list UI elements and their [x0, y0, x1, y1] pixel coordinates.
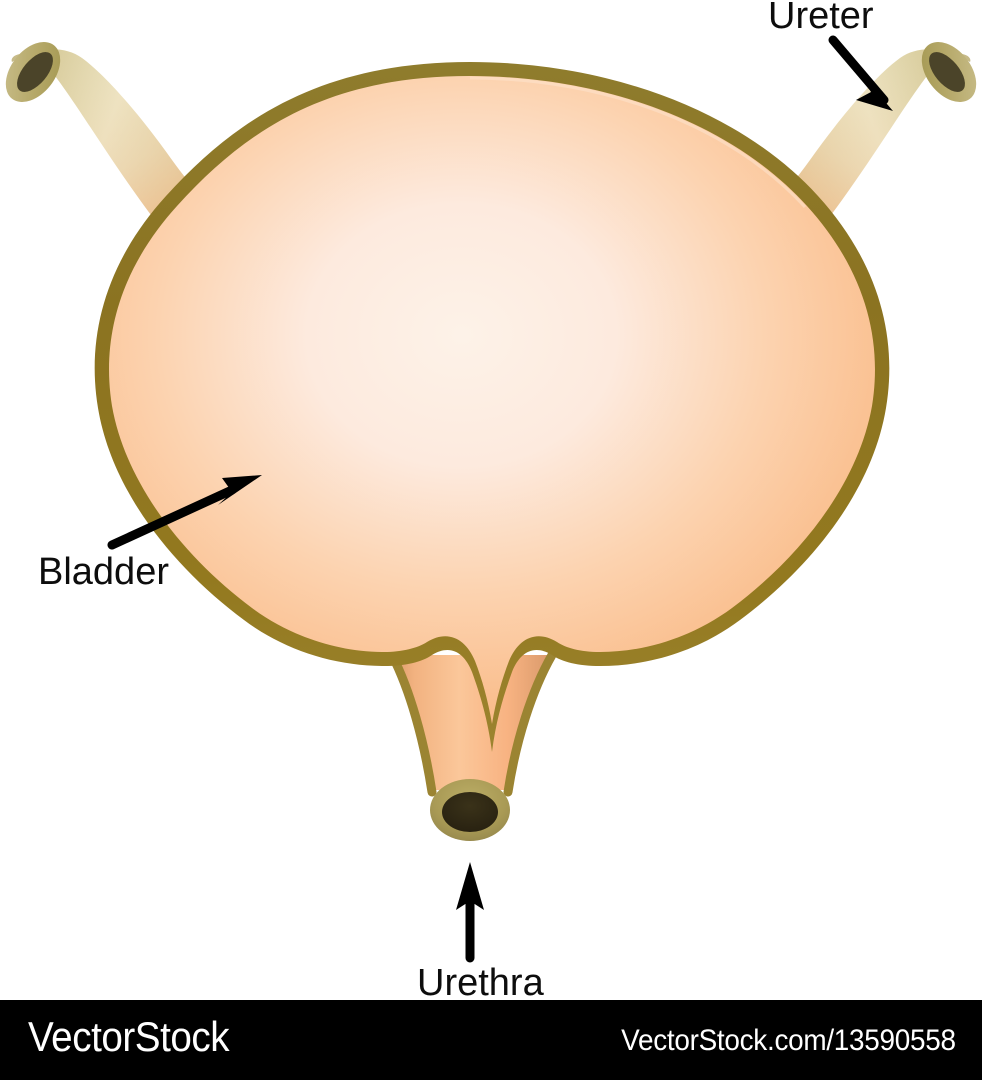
urethra-right-wall: [503, 650, 557, 797]
bladder-interior: [109, 76, 875, 724]
vectorstock-brand: VectorStock: [28, 1013, 230, 1060]
urethra-opening: [430, 779, 510, 841]
left-ureter-opening: [17, 52, 53, 92]
bladder-top-highlight: [469, 76, 807, 209]
label-urethra: Urethra: [417, 962, 544, 1004]
ureter-pointer-arrow: [828, 35, 893, 111]
urethra-left-wall: [387, 650, 437, 797]
urethra-orifice-lumen: [442, 792, 498, 832]
urethra-neck: [387, 650, 557, 797]
label-ureter: Ureter: [768, 0, 874, 37]
vectorstock-url: VectorStock.com/13590558: [621, 1024, 956, 1057]
bladder-pointer-arrow: [107, 475, 262, 550]
right-ureter-opening: [929, 52, 965, 92]
bladder-body: [94, 62, 890, 752]
watermark-bar: [0, 1000, 982, 1080]
label-bladder: Bladder: [38, 551, 169, 593]
urethra-pointer-arrow: [456, 862, 484, 963]
